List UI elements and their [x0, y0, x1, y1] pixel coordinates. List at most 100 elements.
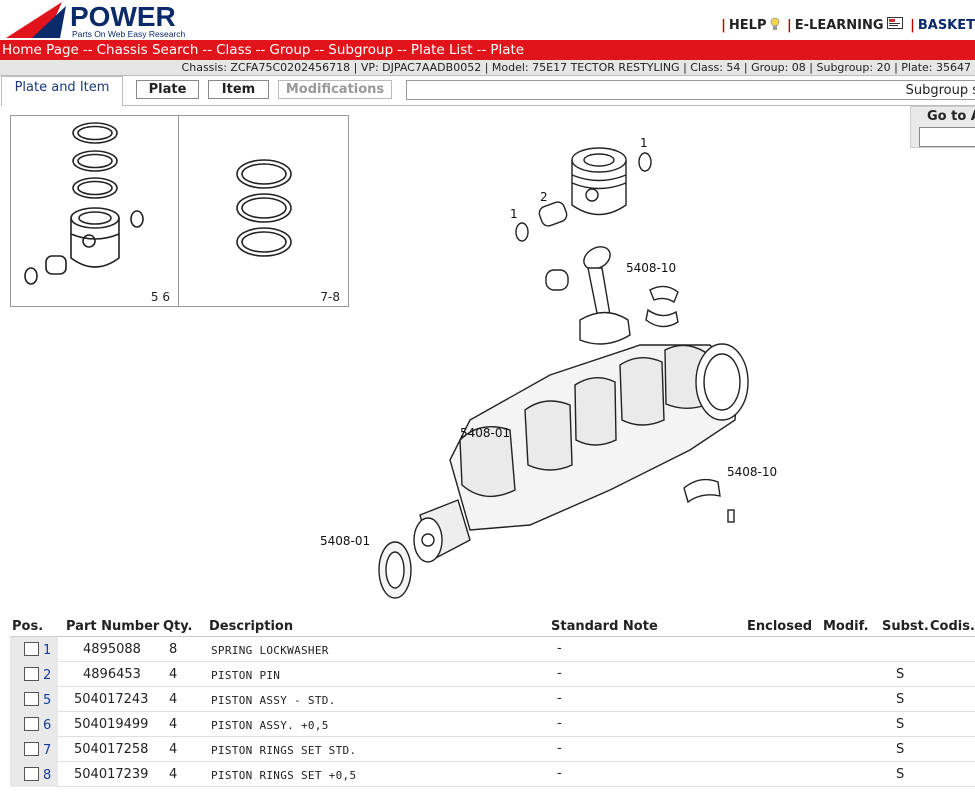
- plate-button[interactable]: Plate: [136, 80, 199, 99]
- standard-note: -: [557, 641, 562, 656]
- table-row[interactable]: 1 4895088 8 SPRING LOCKWASHER -: [10, 637, 975, 662]
- basket-link[interactable]: BASKET: [917, 18, 975, 33]
- breadcrumb-plate-list[interactable]: Plate List: [410, 42, 473, 58]
- callout-5408-10-upper[interactable]: 5408-10: [626, 261, 677, 275]
- breadcrumb-home[interactable]: Home Page: [2, 42, 79, 58]
- thumbnail-caption: 7-8: [320, 290, 340, 304]
- help-link[interactable]: HELP: [728, 18, 767, 33]
- presentation-icon: [886, 17, 903, 35]
- table-row[interactable]: 2 4896453 4 PISTON PIN - S: [10, 662, 975, 687]
- col-subst[interactable]: Subst.: [882, 619, 929, 634]
- part-number: 504017243: [74, 692, 149, 707]
- crankshaft-illustration: [378, 147, 749, 599]
- breadcrumb-subgroup[interactable]: Subgroup: [328, 42, 394, 58]
- vehicle-info-bar: Chassis: ZCFA75C0202456718 | VP: DJPAC7A…: [0, 60, 975, 76]
- goto-panel: Go to A: [910, 106, 975, 148]
- tab-divider: [123, 105, 975, 106]
- description: SPRING LOCKWASHER: [211, 644, 329, 657]
- pos-cell: 1: [10, 637, 58, 662]
- row-checkbox[interactable]: [24, 692, 39, 706]
- breadcrumb-class[interactable]: Class: [216, 42, 252, 58]
- description: PISTON PIN: [211, 669, 281, 682]
- breadcrumb-group[interactable]: Group: [269, 42, 311, 58]
- goto-input[interactable]: [919, 127, 975, 147]
- standard-note: -: [557, 666, 562, 681]
- table-row[interactable]: 8 504017239 4 PISTON RINGS SET +0,5 - S: [10, 762, 975, 787]
- e-learning-link[interactable]: E-LEARNING: [794, 18, 884, 33]
- table-row[interactable]: 5 504017243 4 PISTON ASSY - STD. - S: [10, 687, 975, 712]
- quantity: 4: [169, 692, 178, 707]
- row-checkbox[interactable]: [24, 717, 39, 731]
- parts-table: Pos. Part Number Qty. Description Standa…: [10, 617, 975, 787]
- col-codis[interactable]: Codis.: [930, 619, 975, 634]
- part-number: 504019499: [74, 717, 149, 732]
- row-checkbox[interactable]: [24, 642, 39, 656]
- row-checkbox[interactable]: [24, 667, 39, 681]
- quantity: 4: [169, 667, 178, 682]
- quantity: 4: [169, 742, 178, 757]
- standard-note: -: [557, 741, 562, 756]
- col-modif[interactable]: Modif.: [823, 619, 869, 634]
- callout-1-top[interactable]: 1: [640, 136, 648, 150]
- exploded-view-drawing[interactable]: 1 1 2 5408-10 5408-01 5408-10 5408-01: [310, 120, 777, 610]
- subst-flag: S: [896, 667, 905, 682]
- pos-link[interactable]: 2: [43, 668, 52, 683]
- breadcrumb-plate[interactable]: Plate: [490, 42, 525, 58]
- col-standard-note[interactable]: Standard Note: [551, 619, 658, 634]
- pos-link[interactable]: 7: [43, 743, 52, 758]
- standard-note: -: [557, 766, 562, 781]
- tab-plate-and-item[interactable]: Plate and Item: [1, 76, 123, 106]
- tab-bar: Plate and Item Plate Item Modifications …: [0, 76, 975, 106]
- standard-note: -: [557, 691, 562, 706]
- col-part-number[interactable]: Part Number: [66, 619, 160, 634]
- breadcrumb-chassis-search[interactable]: Chassis Search: [96, 42, 199, 58]
- col-pos[interactable]: Pos.: [12, 619, 44, 634]
- svg-text:Parts On Web Easy Research: Parts On Web Easy Research: [72, 29, 185, 39]
- callout-5408-10-lower[interactable]: 5408-10: [727, 465, 778, 479]
- pos-cell: 5: [10, 687, 58, 712]
- svg-text:POWER: POWER: [70, 1, 176, 32]
- top-links: |HELP |E-LEARNING |BASKET: [721, 17, 975, 35]
- thumbnail-piston-assy[interactable]: 5 6: [11, 116, 179, 306]
- piston-assembly-drawing: [24, 122, 144, 285]
- subst-flag: S: [896, 717, 905, 732]
- part-number: 4895088: [83, 642, 141, 657]
- lightbulb-icon: [770, 17, 780, 35]
- quantity: 4: [169, 767, 178, 782]
- pos-link[interactable]: 5: [43, 693, 52, 708]
- item-button[interactable]: Item: [208, 80, 269, 99]
- description: PISTON ASSY. +0,5: [211, 719, 329, 732]
- power-logo[interactable]: POWER Parts On Web Easy Research: [2, 0, 198, 40]
- callout-1-left[interactable]: 1: [510, 207, 518, 221]
- header: POWER Parts On Web Easy Research |HELP |…: [0, 0, 975, 40]
- pos-cell: 7: [10, 737, 58, 762]
- callout-5408-01-gear[interactable]: 5408-01: [320, 534, 371, 548]
- pos-link[interactable]: 6: [43, 718, 52, 733]
- standard-note: -: [557, 716, 562, 731]
- pos-link[interactable]: 1: [43, 643, 52, 658]
- callout-5408-01-crankshaft[interactable]: 5408-01: [460, 426, 511, 440]
- pos-cell: 6: [10, 712, 58, 737]
- subgroup-field[interactable]: Subgroup s: [406, 80, 975, 100]
- quantity: 4: [169, 717, 178, 732]
- col-description[interactable]: Description: [209, 619, 294, 634]
- col-enclosed[interactable]: Enclosed: [747, 619, 813, 634]
- description: PISTON ASSY - STD.: [211, 694, 336, 707]
- piston-rings-drawing: [236, 159, 292, 257]
- row-checkbox[interactable]: [24, 767, 39, 781]
- thumbnail-piston-rings[interactable]: 7-8: [180, 116, 348, 306]
- callout-2[interactable]: 2: [540, 190, 548, 204]
- quantity: 8: [169, 642, 178, 657]
- goto-label: Go to A: [927, 109, 975, 124]
- description: PISTON RINGS SET +0,5: [211, 769, 357, 782]
- table-row[interactable]: 7 504017258 4 PISTON RINGS SET STD. - S: [10, 737, 975, 762]
- pos-link[interactable]: 8: [43, 768, 52, 783]
- table-row[interactable]: 6 504019499 4 PISTON ASSY. +0,5 - S: [10, 712, 975, 737]
- subst-flag: S: [896, 767, 905, 782]
- subst-flag: S: [896, 692, 905, 707]
- pos-cell: 2: [10, 662, 58, 687]
- modifications-button: Modifications: [278, 80, 392, 99]
- col-qty[interactable]: Qty.: [163, 619, 193, 634]
- thumbnail-caption: 5 6: [150, 290, 170, 304]
- row-checkbox[interactable]: [24, 742, 39, 756]
